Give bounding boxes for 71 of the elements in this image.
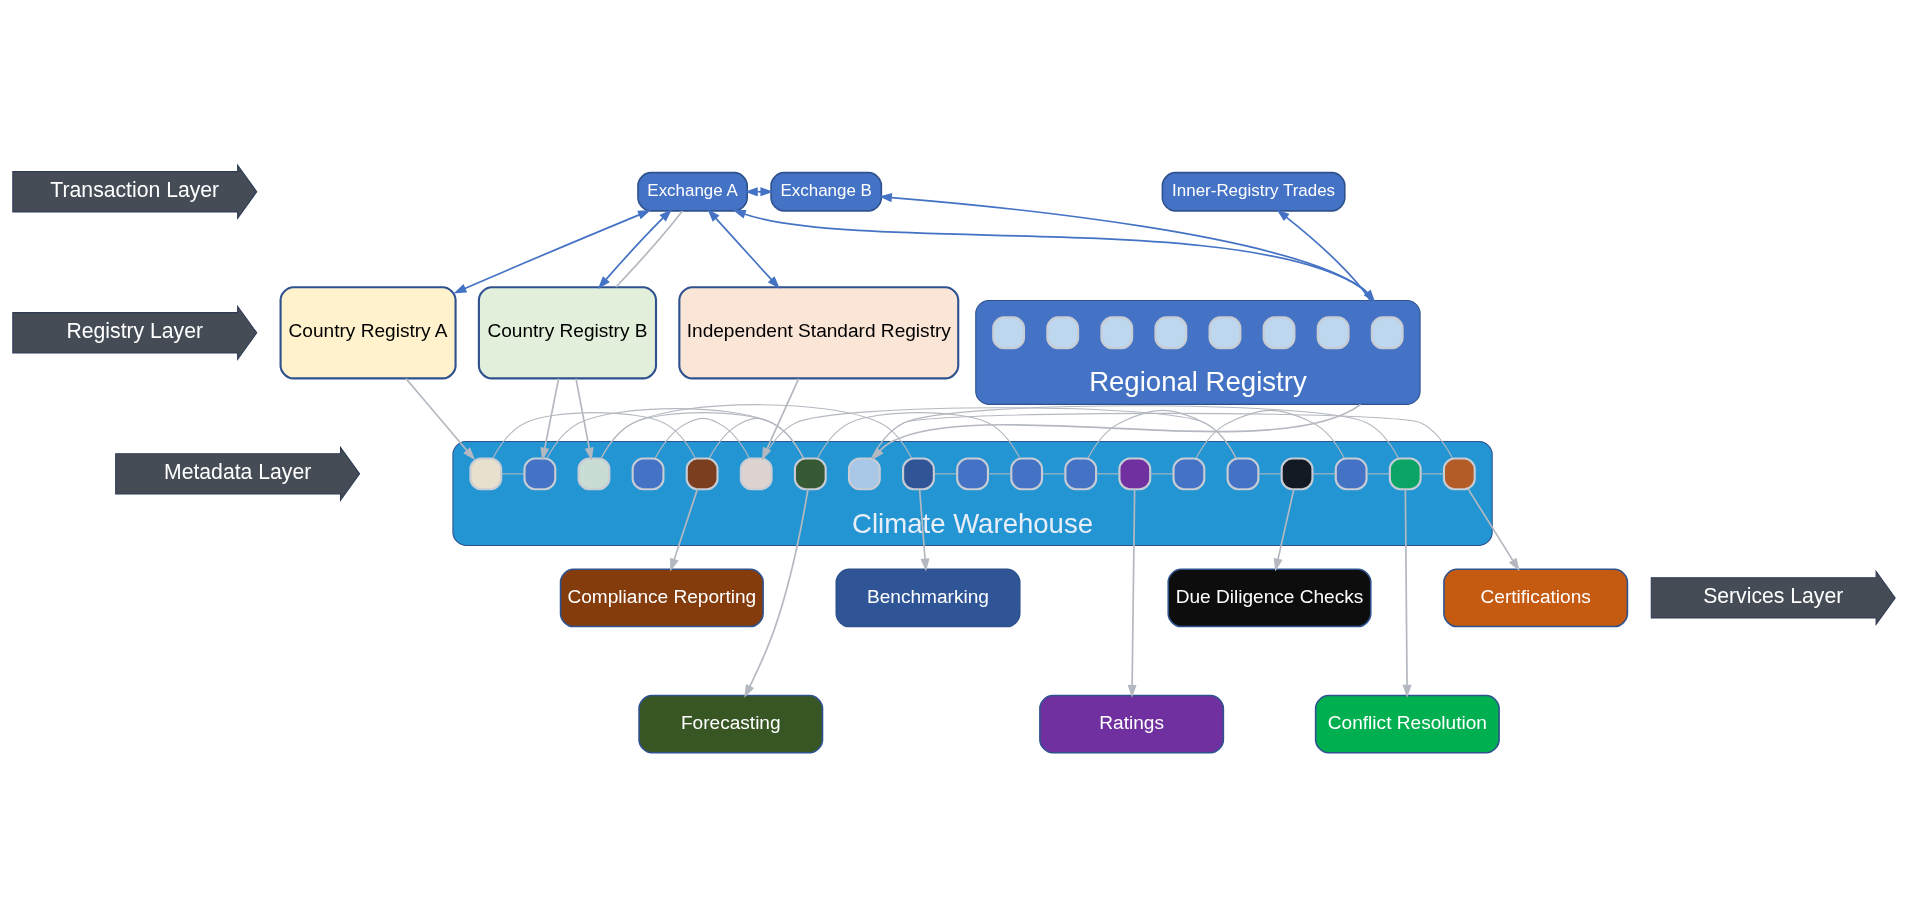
cluster: Regional Registry	[975, 299, 1421, 405]
node-box	[1388, 457, 1422, 491]
node-box: Conflict Resolution	[1314, 694, 1500, 754]
node-box	[1154, 316, 1188, 350]
node-box: Benchmarking	[835, 568, 1021, 628]
connector	[500, 473, 525, 475]
connector	[1149, 473, 1174, 475]
node-box	[739, 457, 773, 491]
node-box	[1226, 457, 1260, 491]
arrow	[540, 377, 560, 461]
node-box	[902, 457, 935, 491]
connector	[816, 412, 1021, 459]
node-box	[1064, 457, 1098, 491]
node-box: Inner-Registry Trades	[1161, 171, 1346, 212]
node-box: Country Registry B	[477, 286, 658, 380]
arrow	[1276, 209, 1372, 302]
node-box: Forecasting	[638, 694, 824, 754]
arrow	[670, 488, 699, 572]
node-box	[1118, 457, 1152, 491]
node-box	[1172, 457, 1206, 491]
node-box	[1280, 457, 1314, 491]
node-box: Compliance Reporting	[559, 568, 764, 628]
node-box: Certifications	[1443, 568, 1629, 628]
node-box: Due Diligence Checks	[1167, 568, 1372, 628]
arrow	[453, 210, 651, 294]
node-box	[469, 457, 503, 491]
connector	[1420, 473, 1445, 475]
node-box	[577, 457, 611, 491]
node-box	[1010, 457, 1044, 491]
node-box	[1208, 316, 1242, 350]
connector	[871, 412, 1453, 459]
arrow	[405, 377, 476, 461]
connector	[933, 473, 958, 475]
arrow	[1273, 488, 1295, 572]
connector	[1312, 473, 1337, 475]
connector	[1366, 473, 1391, 475]
node-box	[685, 457, 719, 491]
node-box	[956, 457, 989, 491]
connector	[1041, 473, 1066, 475]
arrow	[575, 377, 594, 461]
node-box	[1100, 316, 1134, 350]
connector	[654, 417, 750, 459]
node-box: Ratings	[1039, 694, 1225, 754]
node-box	[847, 457, 881, 491]
arrow	[744, 488, 809, 698]
arrow	[1402, 488, 1412, 698]
node-box	[793, 457, 827, 491]
node-box: Independent Standard Registry	[678, 286, 960, 380]
connector	[1195, 409, 1345, 459]
node-box: Country Registry A	[279, 286, 457, 380]
connector	[615, 210, 684, 288]
node-box	[1262, 316, 1296, 350]
connector	[492, 412, 696, 459]
connector	[1258, 473, 1282, 475]
connector	[1087, 409, 1237, 459]
node-box: Exchange A	[637, 171, 748, 212]
connector	[987, 473, 1012, 475]
node-box	[631, 457, 665, 491]
arrow	[597, 209, 672, 289]
node-box	[523, 457, 557, 491]
node-box: Exchange B	[770, 171, 883, 212]
node-box	[1334, 457, 1368, 491]
arrow	[1467, 488, 1520, 572]
node-box	[1370, 316, 1404, 350]
arrow	[707, 209, 780, 289]
arrow	[1127, 488, 1137, 698]
node-box	[992, 316, 1026, 350]
node-box	[1442, 457, 1476, 491]
node-box	[1316, 316, 1350, 350]
connector	[1095, 473, 1120, 475]
node-box	[1046, 316, 1080, 350]
